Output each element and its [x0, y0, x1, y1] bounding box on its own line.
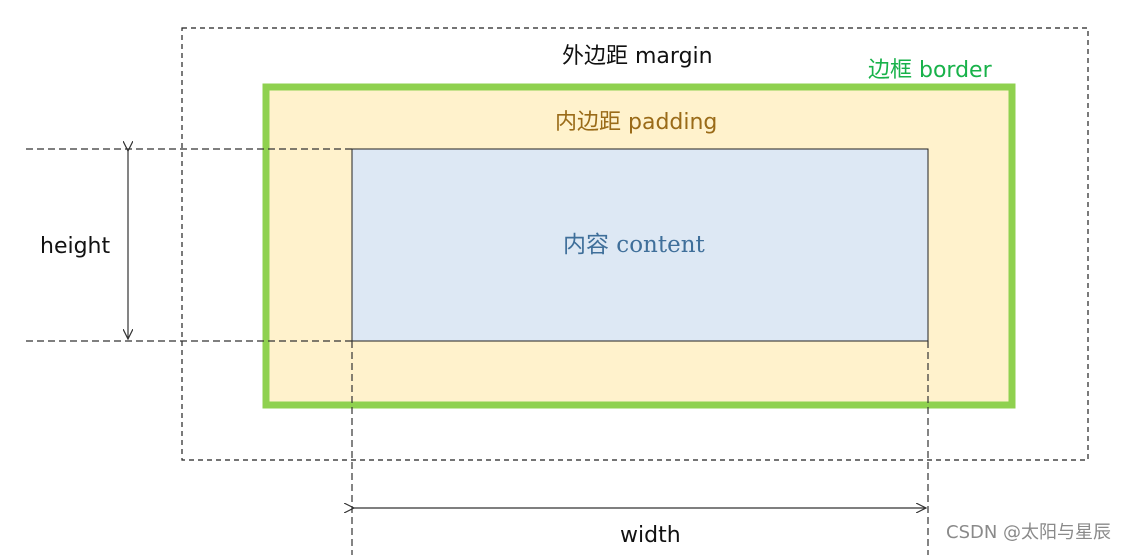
height-label: height	[40, 234, 111, 259]
border-label: 边框 border	[868, 58, 992, 83]
margin-label: 外边距 margin	[562, 44, 713, 69]
margin-box	[181, 27, 1089, 461]
csdn-watermark: CSDN @太阳与星辰	[946, 522, 1112, 543]
padding-label: 内边距 padding	[555, 110, 718, 135]
width-label: width	[620, 523, 681, 548]
content-box	[351, 148, 929, 342]
content-label: 内容 content	[563, 232, 705, 258]
